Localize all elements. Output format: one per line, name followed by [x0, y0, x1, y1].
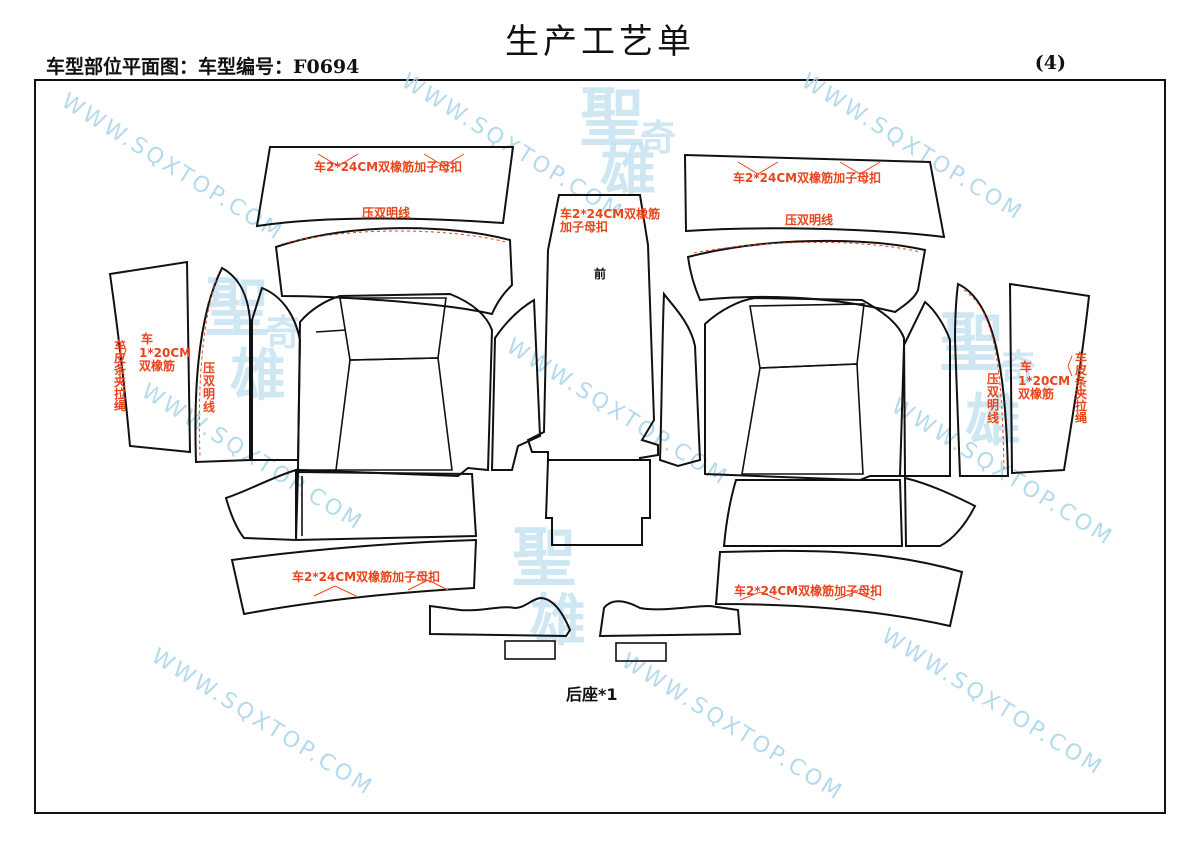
- page-number: (4): [1034, 52, 1066, 74]
- topstitch-label: 压 双 明 线: [987, 372, 1003, 425]
- top-right-band-piece: 车2*24CM双橡筋加子母扣 压双明线: [683, 153, 946, 239]
- clip-rubber-label: 车2*24CM双橡筋加子母扣: [314, 159, 462, 174]
- watermark-text: WWW.SQXTOP.COM: [617, 649, 848, 806]
- leather-rope-label: 车 皮 条 夹 拉 绳: [1074, 350, 1091, 425]
- watermark-text: WWW.SQXTOP.COM: [797, 69, 1028, 226]
- watermark-seal: 聖: [512, 521, 576, 596]
- front-marker: 前: [594, 266, 606, 281]
- clip-rubber-label: 车2*24CM双橡筋加子母扣: [733, 170, 881, 185]
- clip-rubber-label: 车2*24CM双橡筋加子母扣: [292, 569, 440, 584]
- rubber-20cm-label: 车 1*20CM 双橡筋: [139, 331, 195, 373]
- left-bolster-panel: [251, 286, 302, 461]
- model-number-heading: 车型部位平面图：车型编号：F0694: [46, 56, 360, 78]
- left-lower-cushion: [224, 468, 478, 542]
- right-lower-cushion: [722, 476, 977, 547]
- left-arch-piece: [274, 227, 514, 316]
- right-trim-piece: [598, 600, 742, 662]
- clip-rubber-label: 车2*24CM双橡筋: [560, 206, 660, 221]
- watermark-text: WWW.SQXTOP.COM: [877, 624, 1108, 781]
- bottom-right-band-piece: 车2*24CM双橡筋加子母扣: [714, 549, 964, 628]
- topstitch-label: 压双明线: [785, 212, 833, 227]
- left-outer-panel: 车 1*20CM 双橡筋 车 皮 条 夹 拉 绳: [108, 260, 195, 454]
- left-inner-gusset: [490, 298, 542, 471]
- watermark-seal: 雄: [600, 138, 656, 204]
- watermark-seal: 奇: [265, 312, 301, 354]
- watermark-seal: 奇: [640, 117, 676, 159]
- watermark-text: WWW.SQXTOP.COM: [57, 89, 288, 246]
- right-inner-gusset: [658, 291, 702, 468]
- right-arch-piece: [686, 239, 927, 314]
- topstitch-label: 压双明线: [362, 205, 410, 220]
- leather-rope-label: 车 皮 条 夹 拉 绳: [113, 338, 130, 413]
- watermark-seal: 奇: [1000, 347, 1036, 389]
- right-seat-assembly: [704, 296, 907, 482]
- rear-seat-caption: 后座*1: [566, 685, 618, 704]
- clip-rubber-label: 加子母扣: [559, 219, 608, 234]
- left-trim-piece: [429, 596, 572, 660]
- watermark-seal: 聖: [580, 81, 644, 156]
- rubber-20cm-label: 车 1*20CM 双橡筋: [1018, 359, 1074, 401]
- left-seat-assembly: [296, 292, 494, 478]
- right-outer-panel: 车 1*20CM 双橡筋 车 皮 条 夹 拉 绳: [1008, 282, 1091, 475]
- top-left-band-piece: 车2*24CM双橡筋加子母扣 压双明线: [255, 146, 515, 228]
- bottom-left-band-piece: 车2*24CM双橡筋加子母扣: [230, 538, 478, 616]
- drawing-frame: [34, 79, 1166, 814]
- watermark-seal: 雄: [230, 343, 286, 409]
- watermark-text: WWW.SQXTOP.COM: [147, 644, 378, 801]
- right-bolster-panel: [898, 300, 951, 477]
- center-strip-piece: 车2*24CM双橡筋 加子母扣 前: [526, 194, 660, 546]
- left-piping-panel: 压 双 明 线: [194, 266, 251, 464]
- topstitch-label: 压 双 明 线: [203, 361, 219, 414]
- page-title: 生产工艺单: [505, 22, 695, 62]
- right-piping-panel: 压 双 明 线: [953, 282, 1010, 477]
- clip-rubber-label: 车2*24CM双橡筋加子母扣: [734, 583, 882, 598]
